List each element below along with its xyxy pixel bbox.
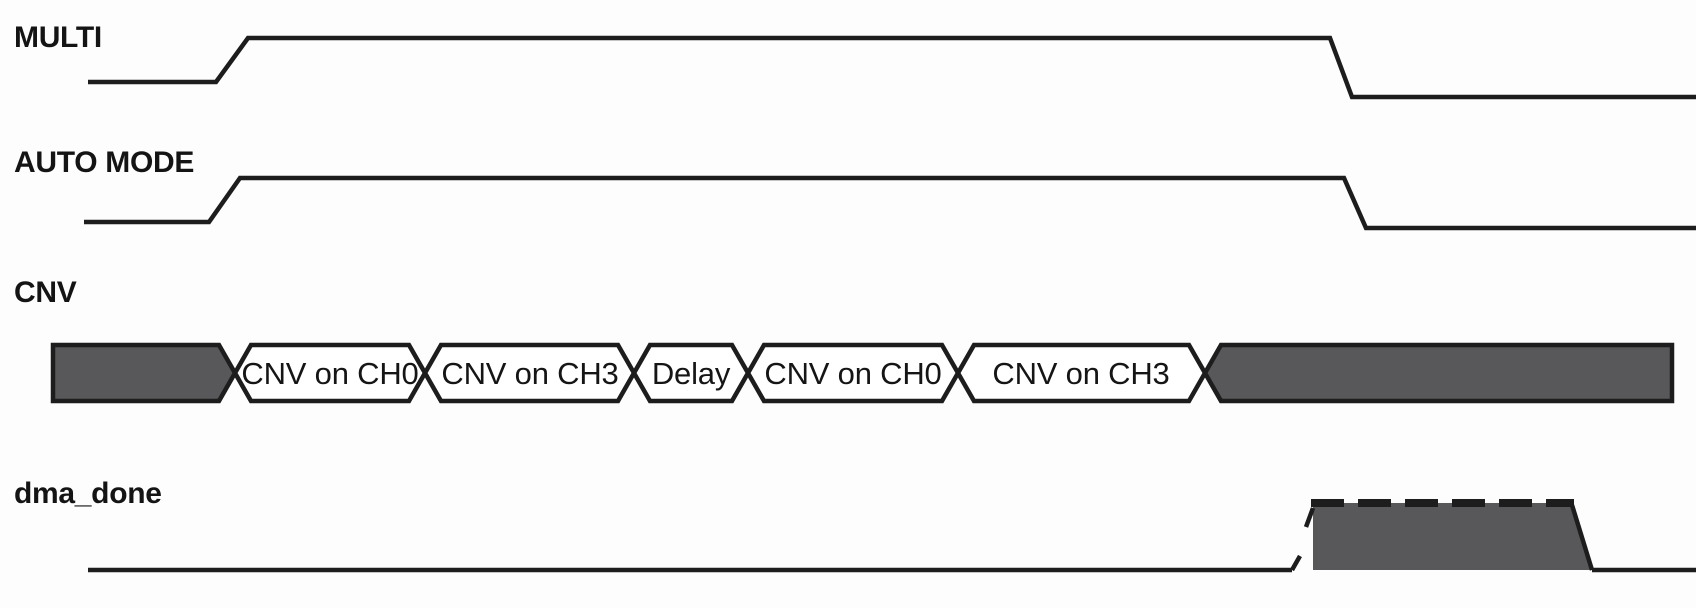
signal-label-dma-done: dma_done	[14, 477, 162, 510]
waveform-auto-mode	[84, 175, 1696, 231]
bus-label-cnv-ch0-first: CNV on CH0	[241, 356, 418, 391]
signal-row-multi: MULTI	[14, 21, 1696, 100]
waveform-dma-done-rising-edge	[1290, 507, 1316, 572]
bus-segment-idle-left	[50, 342, 238, 404]
signal-row-cnv: CNV CNV on CH0 CNV on CH3 Delay CNV on C…	[14, 276, 1675, 404]
signal-row-auto-mode: AUTO MODE	[14, 146, 1696, 231]
bus-label-cnv-ch3-first: CNV on CH3	[441, 356, 618, 391]
waveform-multi	[88, 35, 1696, 100]
bus-label-delay: Delay	[652, 356, 731, 391]
bus-label-cnv-ch3-second: CNV on CH3	[992, 356, 1169, 391]
signal-label-cnv: CNV	[14, 276, 77, 309]
bus-label-cnv-ch0-second: CNV on CH0	[764, 356, 941, 391]
signal-row-dma-done: dma_done	[14, 477, 1696, 573]
waveform-dma-done-pulse-fill	[1313, 503, 1592, 570]
bus-segment-idle-right	[1202, 342, 1675, 404]
waveform-dma-done-falling-edge	[1569, 504, 1595, 571]
signal-label-multi: MULTI	[14, 21, 102, 54]
signal-label-auto-mode: AUTO MODE	[14, 146, 194, 179]
